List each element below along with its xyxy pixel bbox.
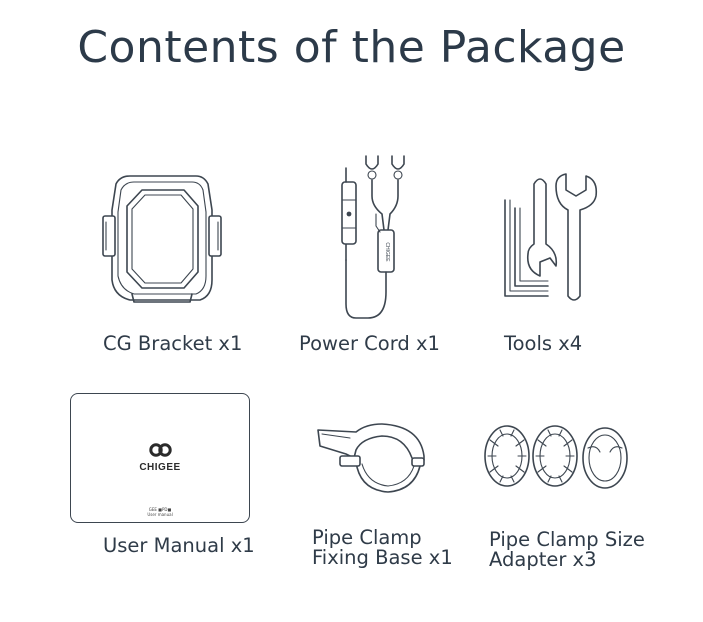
manual-fine-print: GEE ■PD■ User manual — [147, 507, 173, 517]
page-title: Contents of the Package — [77, 22, 626, 73]
item-label: Tools x4 — [504, 332, 583, 355]
item-label: CG Bracket x1 — [103, 332, 243, 355]
user-manual-icon: CHIGEE GEE ■PD■ User manual — [70, 393, 250, 523]
item-label-line2: Adapter x3 — [489, 548, 597, 571]
item-label-line1: Pipe Clamp Size — [489, 528, 645, 551]
item-label-line1: Pipe Clamp — [312, 526, 422, 549]
manual-brand: CHIGEE — [139, 462, 181, 473]
cord-box-label: CHIGEE — [384, 242, 390, 262]
item-label-line2: Fixing Base x1 — [312, 546, 453, 569]
item-label: User Manual x1 — [103, 534, 255, 557]
item-label: Power Cord x1 — [299, 332, 440, 355]
brand-logo-icon — [149, 443, 172, 457]
